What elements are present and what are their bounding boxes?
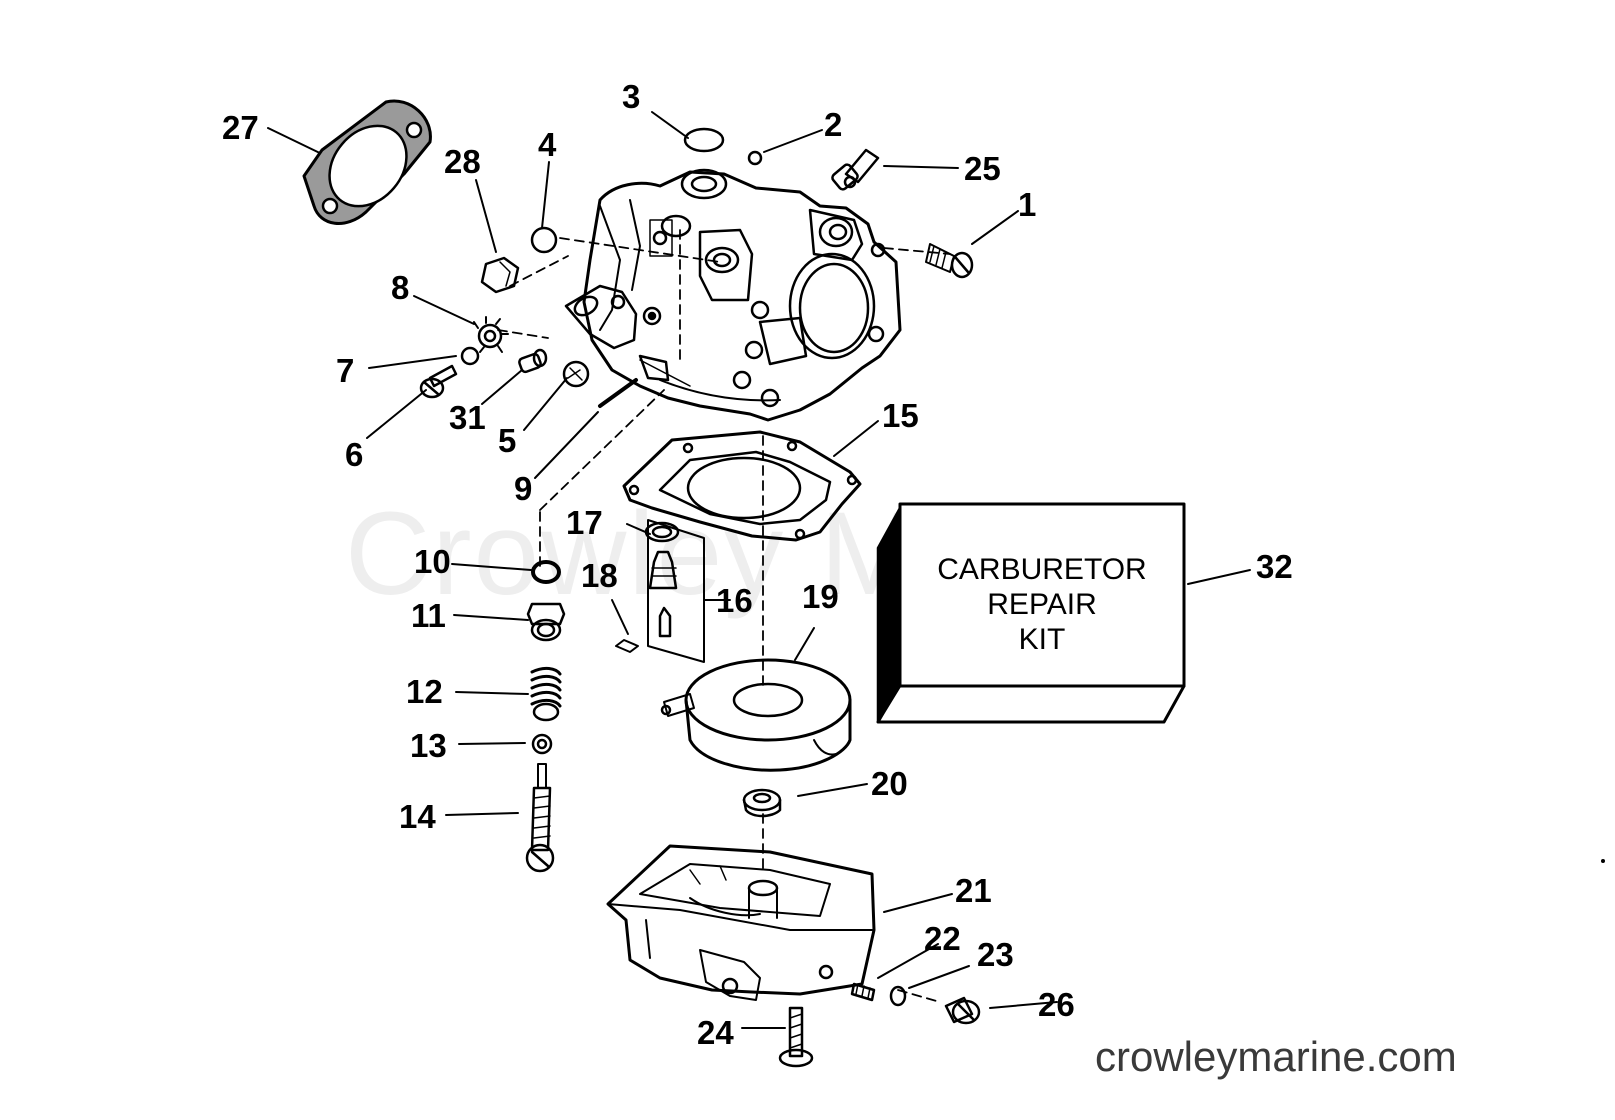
- callout-4: 4: [538, 126, 557, 163]
- callout-12: 12: [406, 673, 443, 710]
- callout-14: 14: [399, 798, 436, 835]
- part-20-float-nut: [742, 788, 782, 818]
- callout-32: 32: [1256, 548, 1293, 585]
- part-31-bushing: [518, 348, 548, 374]
- callout-18: 18: [581, 557, 618, 594]
- callout-11: 11: [411, 597, 446, 634]
- leader-lines: [267, 111, 1251, 1029]
- callout-31: 31: [449, 399, 486, 436]
- callout-7: 7: [336, 352, 355, 389]
- part-23-washer: [889, 985, 907, 1007]
- part-4-ball: [530, 226, 558, 254]
- callout-10: 10: [414, 543, 451, 580]
- callout-20: 20: [871, 765, 908, 802]
- carburetor-body: [564, 168, 902, 422]
- callout-9: 9: [514, 470, 533, 507]
- part-6-screw: [419, 364, 458, 399]
- part-9-pin: [598, 378, 638, 408]
- part-15-float-bowl-gasket: [622, 430, 862, 542]
- callout-26: 26: [1038, 986, 1075, 1023]
- part-18-clip: [615, 639, 639, 653]
- callout-25: 25: [964, 150, 1001, 187]
- repair-kit-label-line-2: REPAIR: [987, 588, 1097, 621]
- part-14-needle: [525, 763, 555, 873]
- part-16-inlet-needle-seat: [644, 519, 705, 663]
- part-10-gasket: [531, 560, 561, 584]
- part-12-spring: [530, 666, 562, 722]
- callout-21: 21: [955, 872, 992, 909]
- callout-6: 6: [345, 436, 364, 473]
- callout-8: 8: [391, 269, 410, 306]
- part-24-screw: [778, 1006, 814, 1068]
- part-5-washer: [562, 360, 590, 388]
- callout-2: 2: [824, 106, 843, 143]
- part-8-lockwasher: [473, 316, 509, 353]
- part-1-idle-screw: [925, 243, 974, 279]
- part-28-nut: [480, 256, 520, 294]
- part-3-plug: [683, 127, 725, 153]
- part-27-mounting-gasket: [302, 99, 432, 225]
- callout-22: 22: [924, 920, 961, 957]
- callout-3: 3: [622, 78, 641, 115]
- repair-kit-label: CARBURETOR REPAIR KIT: [902, 552, 1182, 657]
- callout-19: 19: [802, 578, 839, 615]
- part-7-washer: [460, 346, 480, 366]
- callout-16: 16: [716, 582, 753, 619]
- callout-23: 23: [977, 936, 1014, 973]
- part-25-fuel-fitting: [831, 148, 880, 191]
- callout-5: 5: [498, 422, 517, 459]
- part-11-nozzle: [526, 602, 566, 642]
- callout-17: 17: [566, 504, 603, 541]
- site-url: crowleymarine.com: [1095, 1033, 1457, 1080]
- callout-24: 24: [697, 1014, 734, 1051]
- callout-27: 27: [222, 109, 259, 146]
- repair-kit-label-line-1: CARBURETOR: [937, 553, 1147, 586]
- callout-28: 28: [444, 143, 481, 180]
- part-32-repair-kit: [876, 502, 1186, 724]
- part-26-drain-screw: [944, 996, 981, 1025]
- part-2-ball: [747, 150, 763, 166]
- part-19-float: [660, 658, 852, 772]
- part-21-float-bowl: [606, 844, 876, 1001]
- callout-15: 15: [882, 397, 919, 434]
- repair-kit-label-line-3: KIT: [1018, 623, 1066, 656]
- part-22-screw: [850, 982, 876, 1002]
- callout-13: 13: [410, 727, 447, 764]
- callout-1: 1: [1018, 186, 1037, 223]
- part-13-washer: [531, 733, 553, 755]
